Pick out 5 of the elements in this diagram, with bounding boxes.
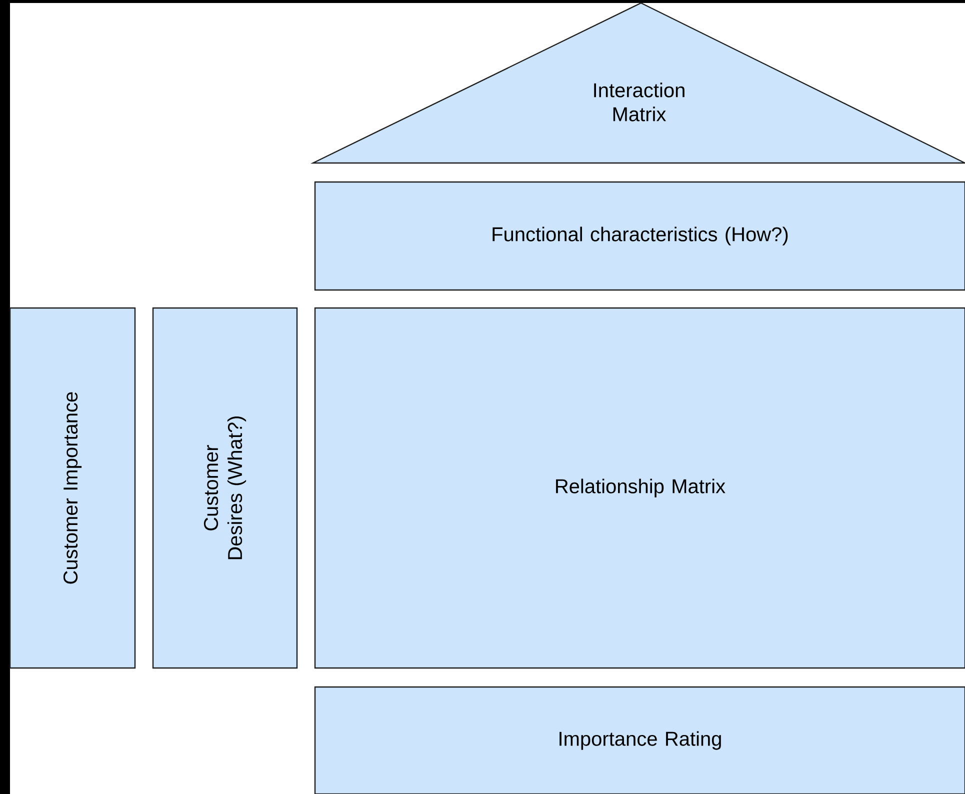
matrix-box: Importance Rating (314, 686, 965, 794)
matrix-box: Functional characteristics (How?) (314, 181, 965, 291)
matrix-box: Relationship Matrix (314, 307, 965, 669)
matrix-box: Customer Importance (9, 307, 136, 669)
matrix-box: Customer Desires (What?) (152, 307, 298, 669)
